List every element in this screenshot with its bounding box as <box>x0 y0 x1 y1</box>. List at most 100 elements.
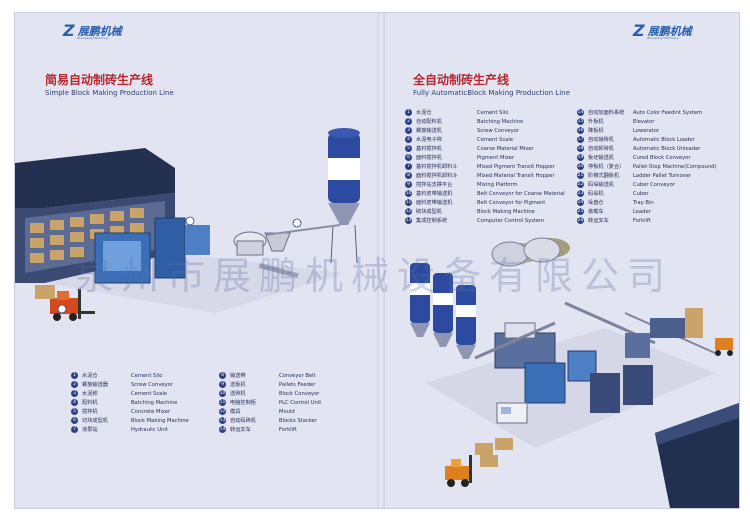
legend-number-badge: 5 <box>405 145 412 152</box>
legend-label-en: Belt Conveyor for Coarse Material <box>477 190 565 197</box>
company-logo-left: Z 展鹏机械 Zhanpeng Machinery <box>63 23 122 41</box>
legend-label-en: Auto Color Feedint System <box>633 109 703 116</box>
legend-number-badge: 16 <box>577 127 584 134</box>
logo-mark: Z <box>633 21 645 40</box>
legend-number-badge: 11 <box>405 199 412 206</box>
legend-number-badge: 1 <box>71 372 78 379</box>
legend-label-cn: 面料搅拌机卸料斗 <box>416 173 458 179</box>
legend-number-badge: 15 <box>577 118 584 125</box>
legend-label-cn: 板坯输送机 <box>588 155 614 161</box>
legend-label-en: Hydraulic Unit <box>131 426 168 433</box>
legend-label-cn: 自动卸砖机 <box>588 146 614 152</box>
legend-number-badge: 14 <box>577 109 584 116</box>
legend-label-en: Cement Scale <box>131 390 167 397</box>
legend-label-en: PLC Control Unit <box>279 399 322 406</box>
legend-label-en: Cuber <box>633 190 649 197</box>
legend-label-cn: 降板机 <box>588 128 604 134</box>
legend-number-badge: 14 <box>219 426 226 433</box>
legend-label-cn: 配料机 <box>82 400 98 406</box>
company-logo-right: Z 展鹏机械 Zhanpeng Machinery <box>633 21 692 41</box>
legend-number-badge: 5 <box>71 408 78 415</box>
legend-label-cn: 码垛输送机 <box>588 182 614 188</box>
legend-number-badge: 4 <box>405 136 412 143</box>
legend-number-badge: 8 <box>219 372 226 379</box>
legend-number-badge: 9 <box>405 181 412 188</box>
legend-number-badge: 24 <box>577 199 584 206</box>
legend-label-cn: 送板机 <box>230 382 246 388</box>
legend-label-en: Forklift <box>279 426 297 433</box>
legend-label-cn: 螺旋输送机 <box>416 128 442 134</box>
legend-label-en: Loader <box>633 208 651 215</box>
left-title-cn: 简易自动制砖生产线 <box>45 73 154 87</box>
legend-label-en: Cement Scale <box>477 136 513 143</box>
legend-label-en: Cured Block Conveyor <box>633 154 691 161</box>
legend-label-cn: 基料搅拌机卸料斗 <box>416 164 458 170</box>
automatic-line-illustration <box>410 238 739 508</box>
legend-label-cn: 输送带 <box>230 373 246 379</box>
legend-number-badge: 17 <box>577 136 584 143</box>
simple-line-illustration <box>15 128 360 321</box>
legend-number-badge: 18 <box>577 145 584 152</box>
legend-label-cn: 基料搅拌机 <box>416 146 442 152</box>
legend-label-en: Elevator <box>633 118 655 125</box>
legend-label-en: Concrete Mixer <box>131 408 171 415</box>
left-section-title: 简易自动制砖生产线 Simple Block Making Production… <box>45 71 174 97</box>
legend-label-en: Coarse Material Mixer <box>477 145 534 152</box>
legend-label-en: Pigment Mixer <box>477 154 515 161</box>
legend-label-cn: 自动配料机 <box>416 119 442 125</box>
legend-number-badge: 10 <box>405 190 412 197</box>
right-title-cn: 全自动制砖生产线 <box>413 73 510 87</box>
legend-label-cn: 搅拌机 <box>82 409 98 415</box>
legend-number-badge: 6 <box>71 417 78 424</box>
legend-number-badge: 12 <box>405 208 412 215</box>
logo-brand: 展鹏机械 <box>647 25 692 38</box>
legend-label-en: Computer Control System <box>477 217 545 224</box>
legend-number-badge: 19 <box>577 154 584 161</box>
legend-label-cn: 模具 <box>230 409 241 415</box>
legend-number-badge: 7 <box>405 163 412 170</box>
legend-label-en: Forklift <box>633 217 651 224</box>
legend-label-en: Mixed Material Transit Hopper <box>477 172 555 179</box>
legend-label-cn: 码垛机 <box>588 191 604 197</box>
legend-label-cn: 水泥仓 <box>416 110 432 116</box>
legend-label-en: Batching Machine <box>131 399 178 406</box>
right-section-title: 全自动制砖生产线 Fully AutomaticBlock Making Pro… <box>413 71 570 97</box>
legend-number-badge: 21 <box>577 172 584 179</box>
legend-label-cn: 水泥仓 <box>82 373 98 379</box>
legend-label-en: Cuber Conveyor <box>633 181 675 188</box>
legend-label-cn: 自动码砖机 <box>230 418 256 424</box>
left-title-en: Simple Block Making Production Line <box>45 89 174 97</box>
legend-label-cn: 转运叉车 <box>230 427 251 433</box>
legend-label-en: Block Making Machine <box>131 417 189 424</box>
legend-number-badge: 6 <box>405 154 412 161</box>
legend-label-cn: 自动接砖机 <box>588 137 614 143</box>
legend-label-en: Belt Conveyor for Pigment <box>477 199 546 206</box>
legend-number-badge: 10 <box>219 390 226 397</box>
legend-label-cn: 垛盘仓 <box>588 200 604 206</box>
legend-label-cn: 转运叉车 <box>588 218 609 224</box>
legend-item: 14 转运叉车 Forklift <box>219 425 359 434</box>
logo-subtitle: Zhanpeng Machinery <box>77 36 109 40</box>
legend-label-cn: 阶梯式翻板机 <box>588 173 620 179</box>
legend-label-en: Block Making Machine <box>477 208 535 215</box>
